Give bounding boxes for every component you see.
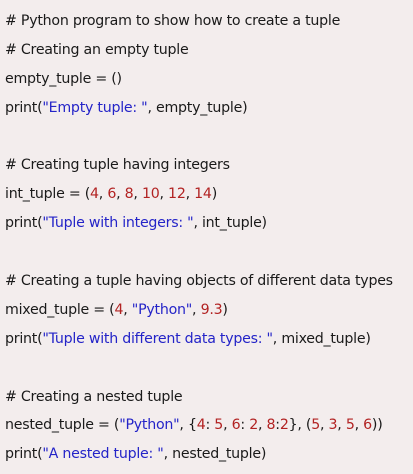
code-text: print( [5, 446, 43, 463]
number-literal: 4 [90, 186, 99, 203]
code-line-14: # Creating a nested tuple [5, 383, 413, 412]
code-text: , [257, 417, 267, 434]
number-literal: 2 [279, 417, 289, 434]
number-literal: 4 [196, 417, 206, 434]
blank-line [5, 354, 413, 383]
code-text: : [275, 417, 280, 434]
code-text: , [159, 186, 169, 203]
number-literal: 5 [345, 417, 355, 434]
code-line-8: print("Tuple with integers: ", int_tuple… [5, 209, 413, 238]
code-line-3: empty_tuple = () [5, 65, 413, 94]
code-text: , [98, 186, 108, 203]
code-text: , [123, 301, 132, 318]
code-text: ) [222, 301, 228, 318]
blank-line [5, 123, 413, 152]
code-text: , int_tuple) [193, 215, 267, 232]
number-literal: 6 [107, 186, 117, 203]
code-text: , mixed_tuple) [272, 330, 371, 347]
number-literal: 10 [141, 186, 160, 203]
code-line-1: # Python program to show how to create a… [5, 7, 413, 36]
number-literal: 8 [266, 417, 276, 434]
code-text: , empty_tuple) [147, 99, 248, 116]
code-line-7: int_tuple = (4, 6, 8, 10, 12, 14) [5, 180, 413, 209]
comment: # Python program to show how to create a… [5, 13, 341, 29]
code-line-16: print("A nested tuple: ", nested_tuple) [5, 440, 413, 469]
string-literal: "Tuple with integers: " [42, 215, 194, 232]
number-literal: 5 [311, 417, 320, 434]
string-literal: "Python" [119, 417, 180, 434]
code-text: , [192, 301, 201, 318]
code-line-15: nested_tuple = ("Python", {4: 5, 6: 2, 8… [5, 411, 413, 440]
string-literal: "A nested tuple: " [42, 446, 164, 463]
code-text: , [185, 186, 195, 203]
number-literal: 5 [214, 417, 224, 434]
code-text: , [116, 186, 125, 203]
code-line-2: # Creating an empty tuple [5, 36, 413, 65]
comment: # Creating a tuple having objects of dif… [5, 273, 393, 290]
code-text: int_tuple = ( [5, 186, 91, 203]
number-literal: 14 [194, 186, 212, 203]
code-text: , [354, 417, 364, 434]
number-literal: 4 [114, 301, 124, 318]
code-line-12: print("Tuple with different data types: … [5, 325, 413, 354]
comment: # Creating a nested tuple [5, 388, 183, 405]
code-text: , [337, 417, 346, 434]
comment: # Creating an empty tuple [5, 41, 189, 58]
number-literal: 3 [328, 417, 338, 434]
code-text: , [133, 186, 142, 203]
number-literal: 6 [231, 417, 241, 434]
code-text: , { [179, 417, 197, 434]
code-line-11: mixed_tuple = (4, "Python", 9.3) [5, 296, 413, 325]
string-literal: "Tuple with different data types: " [42, 330, 273, 347]
string-literal: "Empty tuple: " [42, 99, 148, 116]
code-text: }, ( [288, 417, 312, 434]
number-literal: 12 [168, 186, 186, 203]
code-text: , nested_tuple) [163, 446, 267, 463]
code-text: nested_tuple = ( [5, 417, 120, 434]
code-line-10: # Creating a tuple having objects of dif… [5, 267, 413, 296]
string-literal: "Python" [131, 301, 193, 318]
code-text: : [240, 417, 250, 434]
code-line-6: # Creating tuple having integers [5, 151, 413, 180]
comment: # Creating tuple having integers [5, 157, 230, 174]
number-literal: 9.3 [200, 301, 223, 318]
code-text: print( [5, 215, 43, 232]
code-text: : [205, 417, 215, 434]
number-literal: 2 [249, 417, 258, 434]
code-text: mixed_tuple = ( [5, 301, 115, 318]
number-literal: 6 [363, 417, 372, 434]
code-text: empty_tuple = () [5, 70, 122, 87]
code-text: print( [5, 99, 43, 116]
blank-line [5, 238, 413, 267]
code-text: print( [5, 330, 43, 347]
code-text: , [319, 417, 329, 434]
code-text: , [223, 417, 232, 434]
code-line-4: print("Empty tuple: ", empty_tuple) [5, 94, 413, 123]
code-text: ) [211, 186, 218, 203]
number-literal: 8 [124, 186, 134, 203]
code-text: )) [371, 417, 383, 434]
